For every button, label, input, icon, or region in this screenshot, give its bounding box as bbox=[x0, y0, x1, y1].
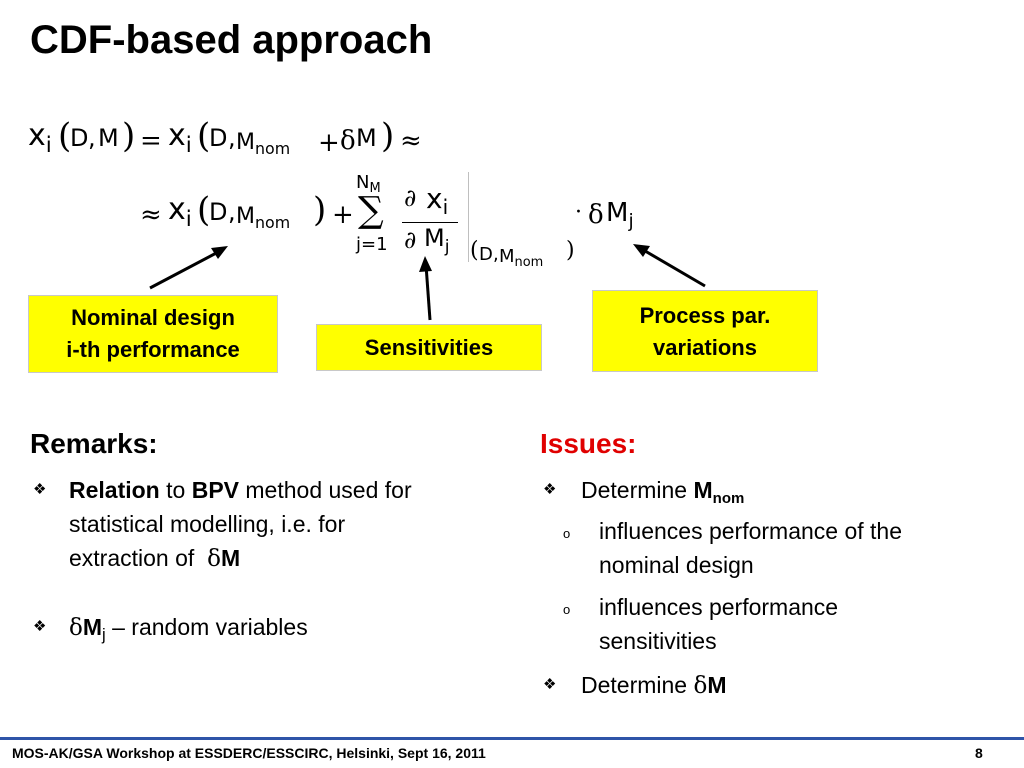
issues-item-mnom: Determine Mnom bbox=[581, 477, 745, 507]
issues-item-deltam: Determine δM bbox=[581, 672, 727, 699]
x-i-symbol: xi bbox=[426, 182, 449, 220]
list-item: sensitivities bbox=[599, 628, 717, 654]
remarks-item-random: δMj – random variables bbox=[69, 614, 308, 645]
x-i-symbol: xi bbox=[28, 118, 52, 158]
evaluation-bar bbox=[468, 172, 469, 262]
arrowhead-sensitivities bbox=[419, 256, 432, 272]
list-item: statistical modelling, i.e. for bbox=[69, 511, 346, 537]
diamond-bullet-icon: ❖ bbox=[543, 676, 557, 693]
footer-divider bbox=[0, 737, 1024, 740]
list-item: influences performance of the bbox=[599, 518, 903, 544]
list-item: nominal design bbox=[599, 552, 754, 578]
arrowhead-nominal bbox=[211, 246, 228, 259]
m-nom-symbol: Mnom bbox=[499, 246, 544, 271]
x-i-symbol: xi bbox=[168, 118, 192, 158]
arrowhead-process bbox=[633, 244, 650, 257]
remarks-list: Relation to BPV method used for statisti… bbox=[69, 473, 412, 576]
circle-bullet-icon: o bbox=[563, 526, 571, 541]
arrow-nominal bbox=[149, 248, 223, 290]
callout-process-variations: Process par. variations bbox=[592, 290, 818, 372]
remarks-heading: Remarks: bbox=[30, 428, 158, 459]
diamond-bullet-icon: ❖ bbox=[33, 481, 47, 498]
issues-subitem-1: influences performance of the nominal de… bbox=[599, 514, 902, 582]
x-i-symbol: xi bbox=[168, 192, 192, 232]
list-item: Relation to BPV method used for bbox=[69, 477, 412, 503]
callout-sensitivities: Sensitivities bbox=[316, 324, 542, 371]
m-j-symbol: Mj bbox=[424, 224, 450, 257]
slide-title: CDF-based approach bbox=[30, 18, 433, 62]
diamond-bullet-icon: ❖ bbox=[33, 618, 47, 635]
page-number: 8 bbox=[975, 745, 983, 761]
sum-lower-limit: j=1 bbox=[356, 234, 388, 255]
callout-nominal-design: Nominal design i-th performance bbox=[28, 295, 278, 373]
circle-bullet-icon: o bbox=[563, 602, 571, 617]
footer-citation: MOS-AK/GSA Workshop at ESSDERC/ESSCIRC, … bbox=[12, 745, 486, 761]
arrow-process bbox=[639, 246, 706, 288]
arrow-sensitivities bbox=[424, 264, 432, 321]
list-item: extraction of δM bbox=[69, 545, 241, 572]
fraction-bar bbox=[402, 222, 458, 223]
issues-heading: Issues: bbox=[540, 428, 637, 459]
m-nom-symbol: Mnom bbox=[236, 130, 291, 159]
sum-symbol: ∑ bbox=[358, 190, 384, 231]
list-item: influences performance bbox=[599, 594, 839, 620]
sum-upper-limit: NM bbox=[356, 172, 381, 197]
m-nom-symbol: Mnom bbox=[236, 204, 291, 233]
m-j-symbol: Mj bbox=[606, 198, 634, 232]
issues-subitem-2: influences performance sensitivities bbox=[599, 590, 838, 658]
diamond-bullet-icon: ❖ bbox=[543, 481, 557, 498]
